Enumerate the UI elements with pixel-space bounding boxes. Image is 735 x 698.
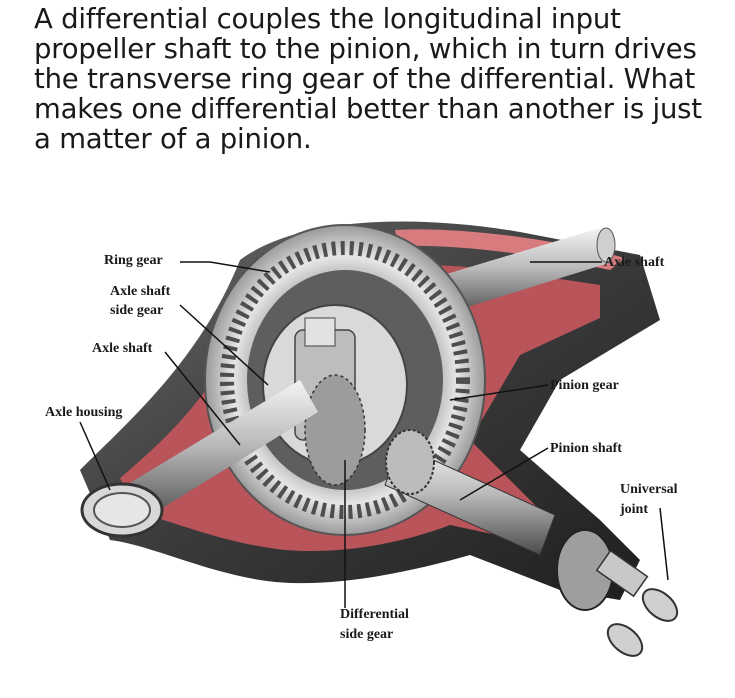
label-axle-shaft-right: Axle shaft xyxy=(604,255,665,270)
label-ring-gear: Ring gear xyxy=(104,253,163,268)
label-differential-side-gear-line2: side gear xyxy=(340,627,393,642)
label-pinion-shaft: Pinion shaft xyxy=(550,441,622,456)
label-pinion-gear: Pinion gear xyxy=(550,378,619,393)
right-axle-shaft xyxy=(420,227,616,318)
label-axle-shaft-side-gear-line1: Axle shaft xyxy=(110,284,171,299)
label-axle-shaft-side-gear-line2: side gear xyxy=(110,303,163,318)
pinion-assembly xyxy=(384,429,679,657)
caption-text: A differential couples the longitudinal … xyxy=(34,3,702,155)
left-axle-shaft xyxy=(80,380,318,538)
label-axle-housing: Axle housing xyxy=(45,405,122,420)
label-differential-side-gear-line1: Differential xyxy=(340,607,409,622)
label-axle-shaft-left: Axle shaft xyxy=(92,341,153,356)
label-universal-joint-line2: joint xyxy=(619,502,648,517)
leader-lines xyxy=(79,261,669,608)
label-universal-joint-line1: Universal xyxy=(620,482,678,497)
